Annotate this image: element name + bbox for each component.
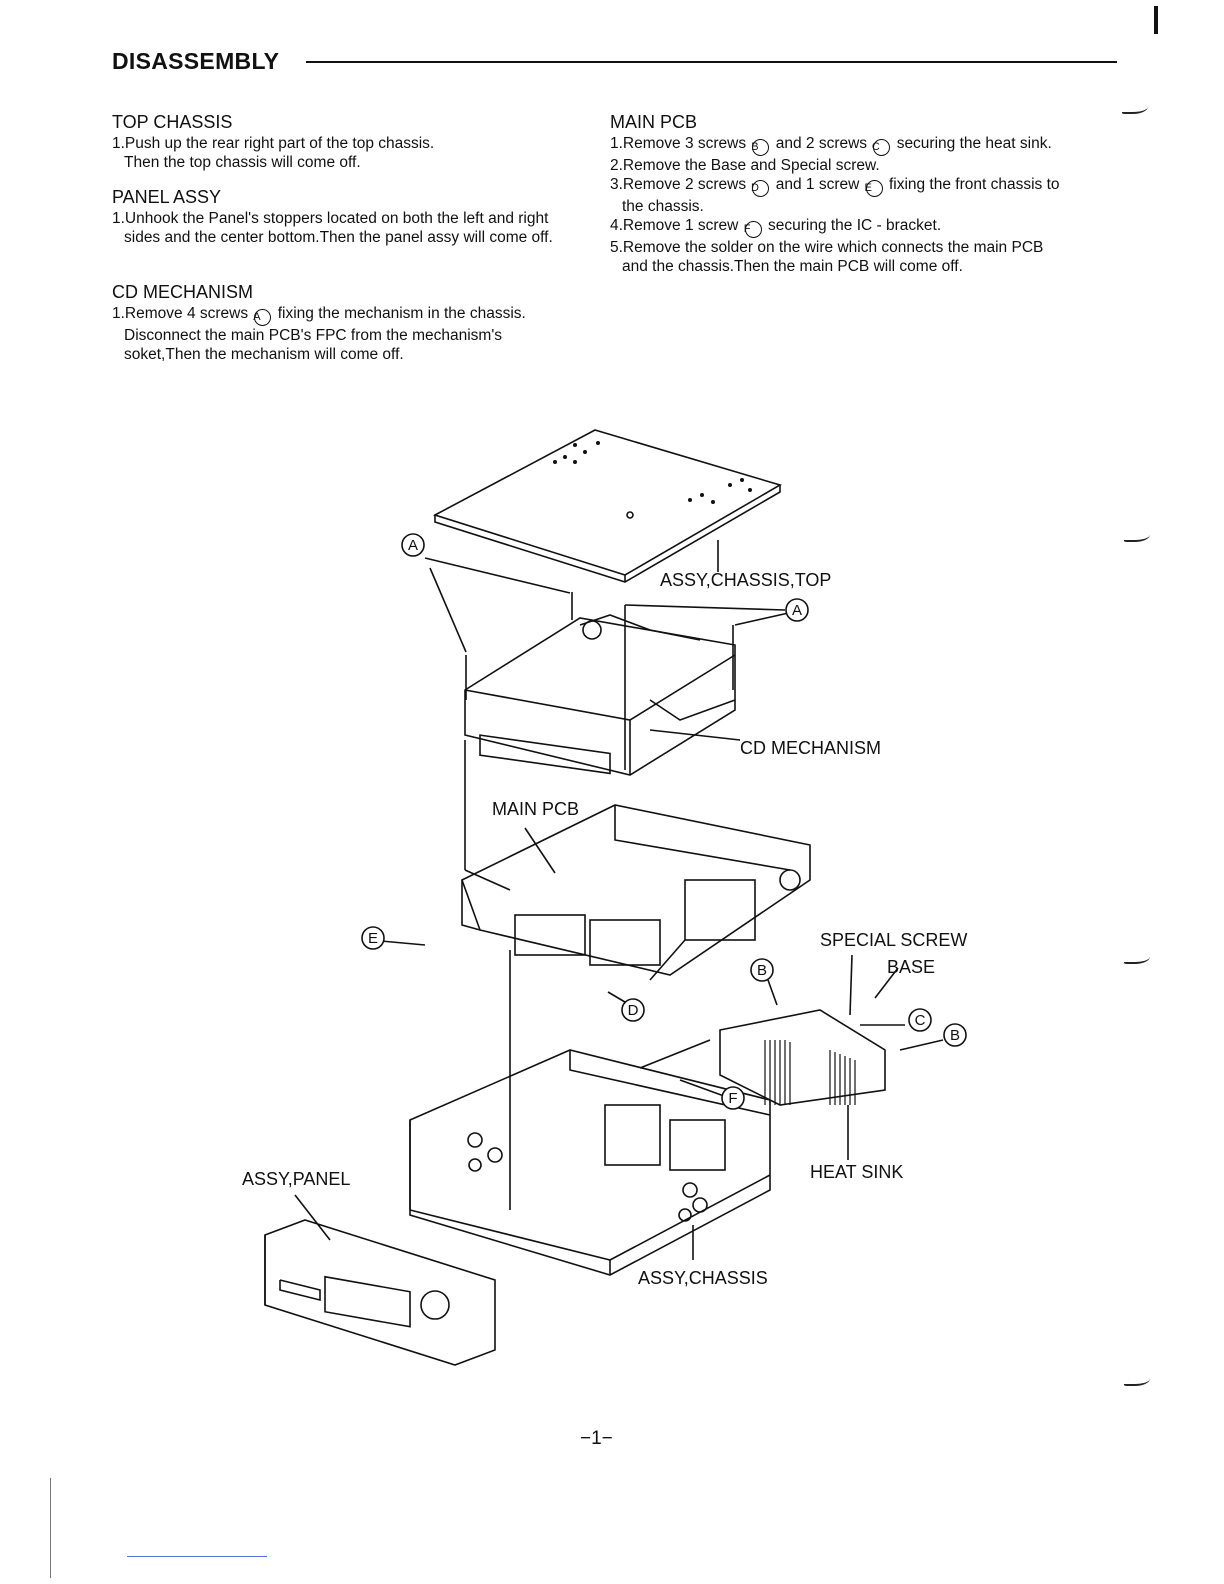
callout-screw-b: B [950, 1027, 960, 1044]
step-text: 1.Push up the rear right part of the top… [112, 135, 435, 152]
section-panel-assy: PANEL ASSY 1.Unhook the Panel's stoppers… [112, 188, 582, 247]
section-title: TOP CHASSIS [112, 112, 233, 132]
page-header: DISASSEMBLY [112, 46, 1117, 78]
step-part: 3.Remove 2 screws [610, 176, 747, 193]
main-pcb-part [461, 804, 811, 976]
section-top-chassis: TOP CHASSIS 1.Push up the rear right par… [112, 113, 582, 172]
section-title: PANEL ASSY [112, 187, 222, 207]
step-part: and 1 screw [775, 176, 860, 193]
step-text: 4.Remove 1 screw F securing the IC - bra… [610, 216, 1070, 238]
callout-screw-a: A [408, 537, 418, 554]
label-heat-sink: HEAT SINK [810, 1162, 903, 1182]
page-number: −1− [580, 1428, 613, 1449]
label-base: BASE [887, 957, 935, 977]
screw-f-symbol: F [744, 221, 762, 238]
section-cd-mechanism: CD MECHANISM 1.Remove 4 screws A fixing … [112, 283, 582, 364]
header-rule [306, 61, 1117, 63]
callout-screw-f: F [728, 1090, 737, 1107]
main-chassis-part [409, 1049, 771, 1276]
step-part: and 2 screws [775, 135, 868, 152]
screw-c-symbol: C [872, 139, 891, 156]
front-panel-part [264, 1219, 496, 1366]
step-part: fixing the mechanism in the chassis. [277, 305, 526, 322]
step-text: 5.Remove the solder on the wire which co… [610, 239, 1044, 275]
cd-mechanism-part [464, 614, 736, 776]
step-part: fixing the front chassis to the chassis. [622, 176, 1060, 215]
callout-screw-d: D [628, 1002, 639, 1019]
heat-sink-part [719, 1009, 886, 1106]
page-title: DISASSEMBLY [112, 48, 280, 74]
label-special-screw: SPECIAL SCREW [820, 930, 967, 950]
step-part: 1.Remove 4 screws [112, 305, 249, 322]
label-assy-chassis-top: ASSY,CHASSIS,TOP [660, 570, 831, 590]
label-assy-panel: ASSY,PANEL [242, 1169, 350, 1189]
callout-screw-b: B [757, 962, 767, 979]
label-main-pcb: MAIN PCB [492, 799, 579, 819]
edge-mark [1124, 530, 1150, 542]
step-text: Then the top chassis will come off. [124, 154, 361, 171]
edge-mark [1124, 1374, 1150, 1386]
section-title: MAIN PCB [610, 112, 698, 132]
callout-screw-e: E [368, 930, 378, 947]
section-title: CD MECHANISM [112, 282, 254, 302]
screw-e-symbol: E [864, 180, 883, 197]
step-text: 1.Unhook the Panel's stoppers located on… [112, 210, 553, 246]
step-text: 1.Remove 4 screws A fixing the mechanism… [112, 304, 582, 326]
section-main-pcb: MAIN PCB 1.Remove 3 screws B and 2 screw… [610, 113, 1070, 276]
step-part: securing the heat sink. [896, 135, 1052, 152]
step-text: Disconnect the main PCB's FPC from the m… [124, 327, 503, 363]
edge-mark [1124, 952, 1150, 964]
screw-b-symbol: B [751, 139, 770, 156]
step-part: 1.Remove 3 screws [610, 135, 747, 152]
step-text: 2.Remove the Base and Special screw. [610, 157, 880, 174]
callout-screw-c: C [915, 1012, 926, 1029]
scan-edge-line [50, 1478, 51, 1578]
page-edge-mark [1154, 6, 1158, 34]
step-part: securing the IC - bracket. [767, 217, 942, 234]
label-cd-mechanism: CD MECHANISM [740, 738, 881, 758]
step-part: 4.Remove 1 screw [610, 217, 739, 234]
scan-underline [127, 1556, 267, 1557]
top-chassis-part [432, 429, 783, 583]
step-text: 3.Remove 2 screws D and 1 screw E fixing… [610, 175, 1070, 216]
label-assy-chassis: ASSY,CHASSIS [638, 1268, 768, 1288]
edge-mark [1122, 102, 1148, 114]
screw-d-symbol: D [751, 180, 770, 197]
step-text: 1.Remove 3 screws B and 2 screws C secur… [610, 134, 1070, 156]
screw-a-symbol: A [253, 309, 272, 326]
exploded-view-figure: A A E D B C B F ASSY,CHASSIS,TOP CD MECH… [230, 400, 1020, 1380]
exploded-view-drawing: A A E D B C B F ASSY,CHASSIS,TOP CD MECH… [242, 429, 967, 1366]
callout-screw-a: A [792, 602, 802, 619]
